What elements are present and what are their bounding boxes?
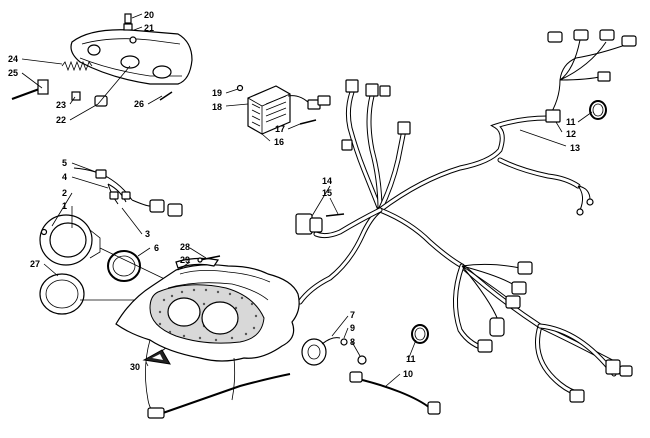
callout-14: 14 <box>322 176 332 186</box>
headlight-mount-screw <box>159 91 173 101</box>
sensor-nut <box>357 355 367 365</box>
callout-16: 16 <box>274 137 284 147</box>
sensor-washer <box>340 338 348 346</box>
regulator-screw <box>299 119 317 125</box>
dash-gauge-openings <box>149 284 265 344</box>
adjuster-screw <box>11 79 49 100</box>
headlight-assembly <box>70 29 193 85</box>
harness-connectors <box>341 29 637 403</box>
adjuster-spring <box>61 60 93 72</box>
accessory-connector <box>295 213 323 235</box>
callout-17: 17 <box>275 124 285 134</box>
gauge-wiring-pigtail <box>73 167 183 217</box>
callout-23: 23 <box>56 100 66 110</box>
callout-15: 15 <box>322 188 332 198</box>
callout-18: 18 <box>212 102 222 112</box>
callout-30: 30 <box>130 362 140 372</box>
callout-13: 13 <box>570 143 580 153</box>
callout-8: 8 <box>350 337 355 347</box>
warning-label <box>142 349 171 365</box>
callout-12: 12 <box>566 129 576 139</box>
callout-24: 24 <box>8 54 18 64</box>
main-wiring-harness <box>297 39 629 397</box>
callout-3: 3 <box>145 229 150 239</box>
callout-27: 27 <box>30 259 40 269</box>
dash-decal <box>175 257 220 269</box>
speedometer-cable <box>147 371 441 419</box>
callout-11-upper: 11 <box>566 117 576 127</box>
voltage-regulator <box>247 85 331 135</box>
callout-2: 2 <box>62 188 67 198</box>
gauge-housing <box>39 214 101 266</box>
connector-screw <box>325 213 345 217</box>
callout-22: 22 <box>56 115 66 125</box>
speed-sensor <box>301 337 341 366</box>
callout-28: 28 <box>180 242 190 252</box>
headlight-bulb-socket <box>123 13 133 31</box>
harness-grommet <box>589 100 607 120</box>
callout-29: 29 <box>180 255 190 265</box>
gauge-bezel-ring <box>107 250 141 282</box>
dash-screw <box>197 255 221 263</box>
callout-26: 26 <box>134 99 144 109</box>
callout-10: 10 <box>403 369 413 379</box>
callout-19: 19 <box>212 88 222 98</box>
callout-4: 4 <box>62 172 67 182</box>
callout-11-lower: 11 <box>406 354 416 364</box>
callout-5: 5 <box>62 158 67 168</box>
regulator-washer <box>236 84 244 92</box>
callout-20: 20 <box>144 10 154 20</box>
callout-25: 25 <box>8 68 18 78</box>
callout-9: 9 <box>350 323 355 333</box>
gauge-lens <box>39 273 85 315</box>
callout-1: 1 <box>62 201 67 211</box>
callout-21: 21 <box>144 23 154 33</box>
callout-6: 6 <box>154 243 159 253</box>
callout-7: 7 <box>350 310 355 320</box>
cable-grommet <box>411 324 429 344</box>
